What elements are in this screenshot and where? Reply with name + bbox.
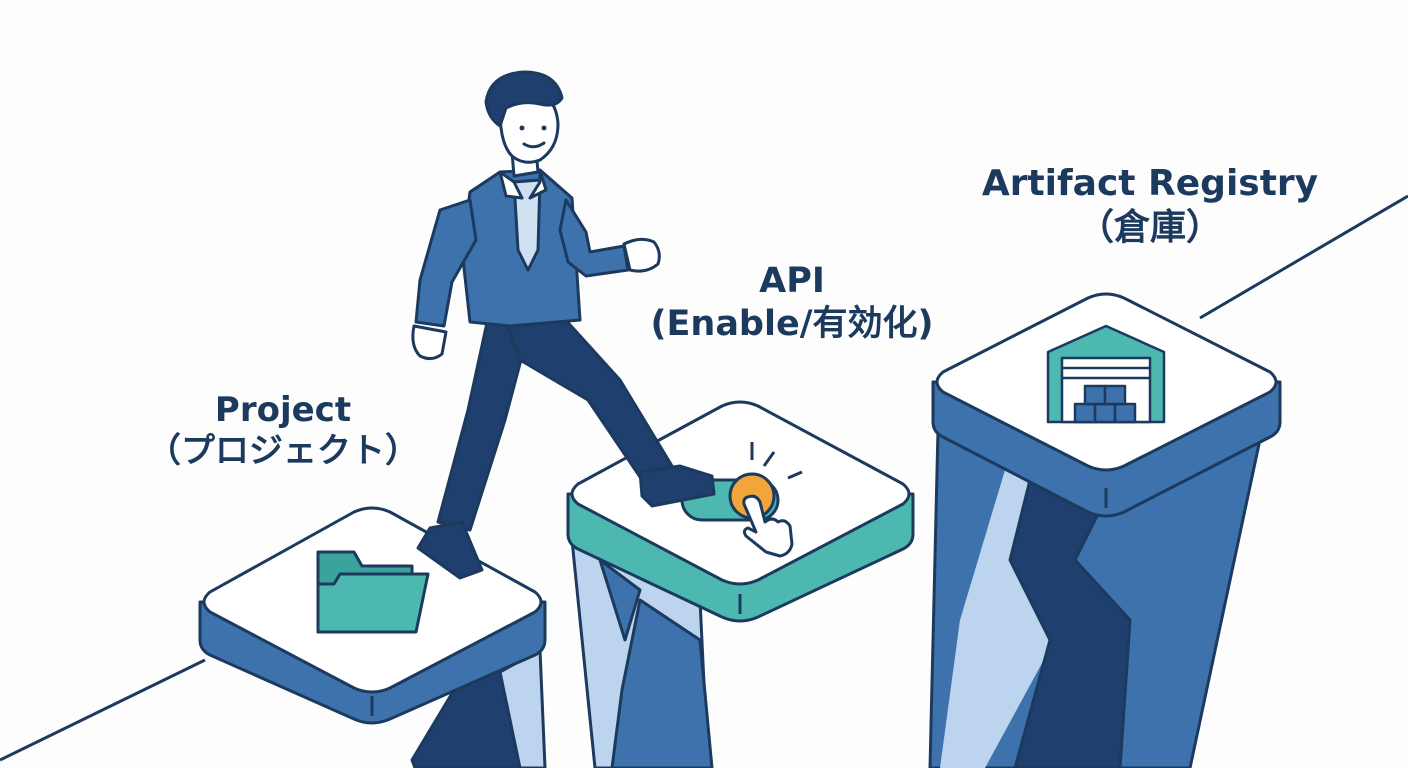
path-line <box>0 194 1408 762</box>
project-subtitle: （プロジェクト） <box>147 431 419 472</box>
api-title: API <box>759 261 825 301</box>
pointer-hand-icon <box>742 494 794 558</box>
warehouse-icon <box>1046 324 1166 424</box>
api-subtitle: (Enable/有効化) <box>650 303 934 344</box>
label-project: Project （プロジェクト） <box>147 390 419 473</box>
walking-person <box>411 70 716 580</box>
label-registry: Artifact Registry （倉庫） <box>982 162 1318 250</box>
project-title: Project <box>214 390 352 430</box>
registry-title: Artifact Registry <box>981 163 1319 204</box>
platform-registry <box>928 292 1282 768</box>
registry-subtitle: （倉庫） <box>1077 206 1222 248</box>
label-api: API (Enable/有効化) <box>650 260 933 345</box>
folder-icon <box>316 550 430 634</box>
platform-project <box>198 506 547 768</box>
platform-api <box>566 400 915 768</box>
